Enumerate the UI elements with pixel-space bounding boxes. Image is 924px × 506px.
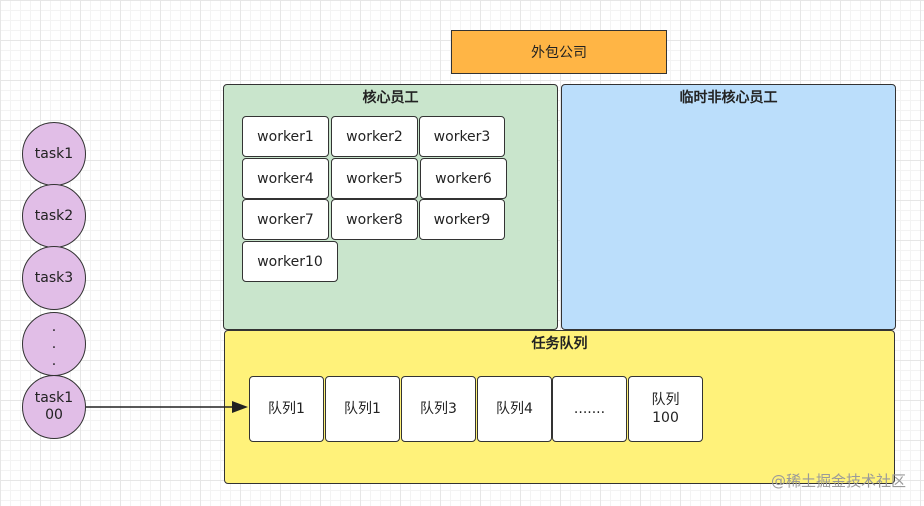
worker-box-6: worker6 [420, 158, 507, 199]
watermark: @稀土掘金技术社区 [770, 472, 906, 490]
task-circle-1: task1 [22, 122, 86, 186]
worker-label: worker4 [257, 170, 314, 187]
queue-item-3: 队列3 [401, 376, 476, 442]
queue-item-ellipsis: ....... [552, 376, 627, 442]
queue-item-4: 队列4 [477, 376, 552, 442]
worker-label: worker7 [257, 211, 314, 228]
temp-employees-group: 临时非核心员工 [561, 84, 896, 330]
core-employees-title: 核心员工 [362, 90, 419, 106]
task-queue-title: 任务队列 [531, 336, 588, 352]
worker-box-10: worker10 [242, 241, 338, 282]
worker-box-3: worker3 [419, 116, 505, 157]
worker-label: worker6 [435, 170, 492, 187]
task-circle-100: task1 00 [22, 375, 86, 439]
worker-label: worker3 [433, 128, 491, 145]
worker-label: worker8 [346, 211, 403, 228]
worker-label: worker10 [257, 253, 323, 270]
worker-box-8: worker8 [331, 199, 418, 240]
worker-box-5: worker5 [331, 158, 418, 199]
worker-box-4: worker4 [242, 158, 329, 199]
worker-box-7: worker7 [242, 199, 329, 240]
queue-item-2: 队列1 [325, 376, 400, 442]
worker-box-1: worker1 [242, 116, 329, 157]
queue-item-100: 队列 100 [628, 376, 703, 442]
outsource-company-label: 外包公司 [531, 45, 587, 61]
worker-label: worker2 [346, 128, 403, 145]
worker-box-9: worker9 [419, 199, 505, 240]
outsource-company-box: 外包公司 [451, 30, 667, 74]
temp-employees-title: 临时非核心员工 [679, 90, 778, 106]
worker-label: worker9 [433, 211, 491, 228]
task-circle-3: task3 [22, 246, 86, 310]
worker-box-2: worker2 [331, 116, 418, 157]
worker-label: worker1 [257, 128, 314, 145]
queue-item-1: 队列1 [249, 376, 324, 442]
worker-label: worker5 [346, 170, 403, 187]
